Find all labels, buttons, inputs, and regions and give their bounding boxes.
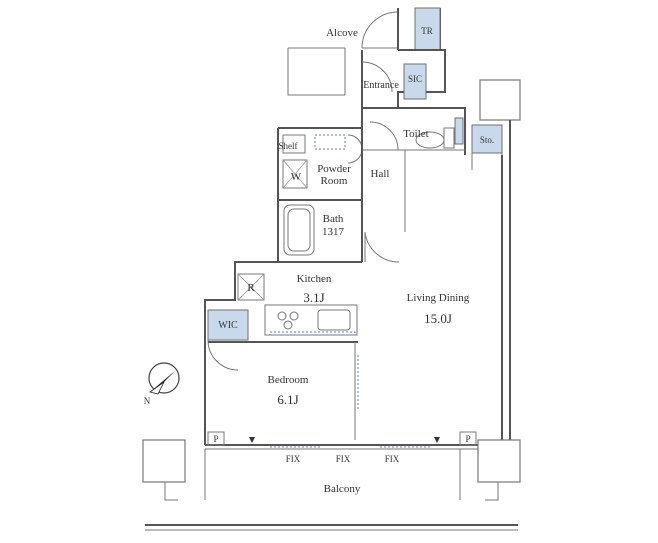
label-compass-n: N xyxy=(144,396,151,406)
toilet-area xyxy=(362,107,466,155)
pillar-top-right xyxy=(479,79,521,121)
p-box-left xyxy=(207,431,225,446)
label-powder-line1: Powder xyxy=(317,163,351,175)
label-bedroom-size: 6.1J xyxy=(277,392,298,407)
sto-door xyxy=(471,153,503,170)
hall-area xyxy=(361,108,406,263)
wic-door xyxy=(207,339,239,371)
label-bath: Bath xyxy=(323,213,344,225)
wic-box xyxy=(207,309,249,341)
label-tr: TR xyxy=(421,26,433,36)
compass-icon xyxy=(148,362,180,395)
kitchen-area xyxy=(204,261,358,342)
label-sto: Sto. xyxy=(480,135,494,145)
label-fix-1: FIX xyxy=(286,454,301,464)
balcony-area xyxy=(142,439,521,531)
label-p-right: P xyxy=(465,434,470,444)
label-powder-line2: Room xyxy=(321,175,348,187)
label-bedroom: Bedroom xyxy=(268,374,309,386)
label-toilet: Toilet xyxy=(403,128,429,140)
label-balcony: Balcony xyxy=(324,483,361,495)
label-alcove: Alcove xyxy=(326,27,358,39)
label-living: Living Dining xyxy=(407,292,470,304)
label-r: R xyxy=(247,282,255,294)
label-kitchen-size: 3.1J xyxy=(303,290,324,305)
label-wic: WIC xyxy=(218,320,238,331)
outer-walls xyxy=(204,120,511,445)
sto-box xyxy=(471,124,503,154)
label-sic: SIC xyxy=(408,74,422,84)
label-kitchen: Kitchen xyxy=(297,273,332,285)
label-bath-size: 1317 xyxy=(322,226,345,238)
label-living-size: 15.0J xyxy=(424,311,452,326)
sic-box xyxy=(403,63,427,100)
p-box-right xyxy=(459,431,477,446)
label-hall: Hall xyxy=(371,168,390,180)
label-p-left: P xyxy=(213,434,218,444)
bath-area xyxy=(277,200,362,263)
label-fix-2: FIX xyxy=(336,454,351,464)
window-wall xyxy=(205,437,510,450)
label-w: W xyxy=(291,171,302,183)
label-entrance: Entrance xyxy=(363,80,399,91)
label-fix-3: FIX xyxy=(385,454,400,464)
label-shelf: Shelf xyxy=(279,141,298,151)
